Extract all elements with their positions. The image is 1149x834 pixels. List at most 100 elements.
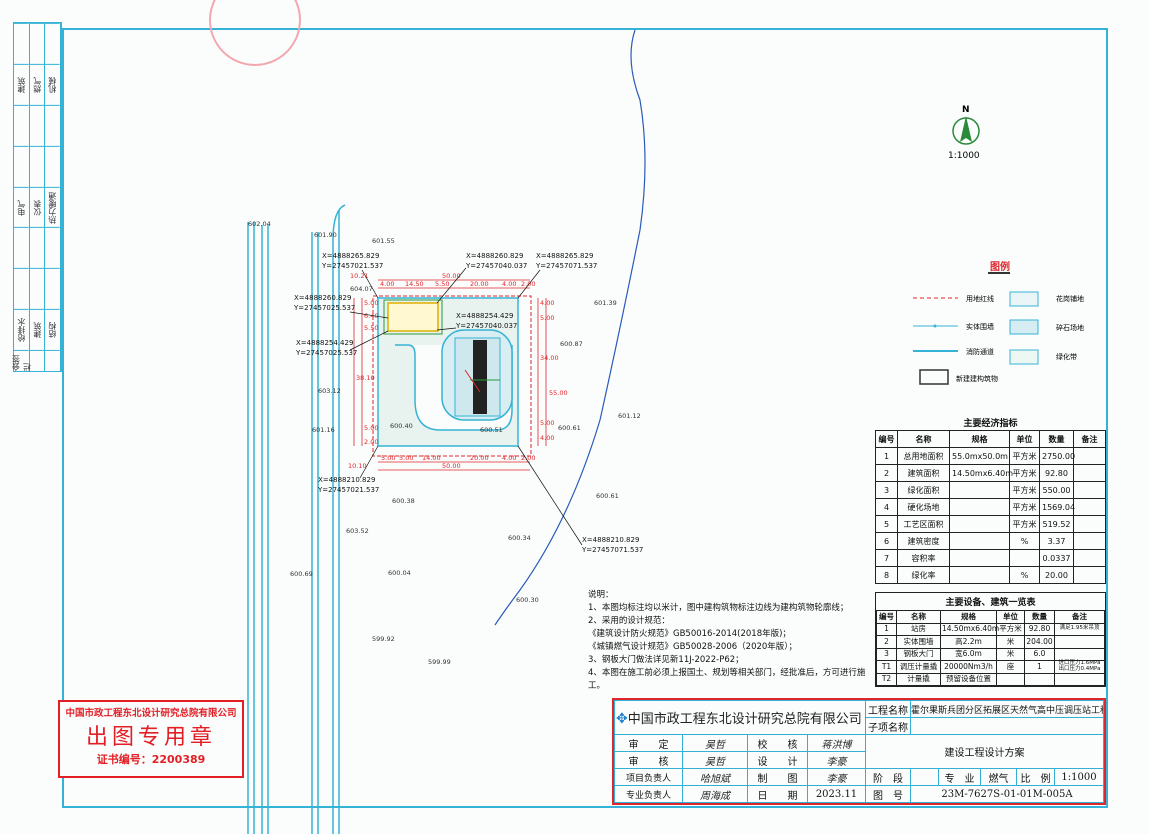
svg-text:2.00: 2.00 — [521, 454, 535, 462]
table-cell: T1 — [876, 660, 897, 674]
svg-text:Y=27457071.537: Y=27457071.537 — [581, 546, 643, 554]
table-cell: 519.52 — [1039, 515, 1074, 533]
svg-text:600.38: 600.38 — [392, 497, 415, 505]
table-cell: 8 — [875, 566, 898, 584]
pm-label: 项目负责人 — [614, 768, 683, 786]
seal-company: 中国市政工程东北设计研究总院有限公司 — [65, 708, 237, 719]
elevation-points: 601.90601.55604.07601.39600.87603.12601.… — [248, 220, 641, 666]
svg-text:55.00: 55.00 — [549, 389, 568, 397]
table-cell: 3 — [875, 481, 898, 499]
svg-text:599.92: 599.92 — [372, 635, 395, 643]
table-cell — [1024, 672, 1055, 687]
svg-text:Y=27457021.537: Y=27457021.537 — [321, 262, 383, 270]
sub-name — [910, 717, 1104, 735]
table-cell — [1073, 566, 1106, 584]
date-value: 2023.11 — [807, 785, 866, 803]
table-cell: 6.0 — [1024, 647, 1055, 661]
svg-text:5.50: 5.50 — [435, 280, 449, 288]
table-cell: 绿化面积 — [897, 481, 950, 499]
svg-text:5.00: 5.00 — [399, 454, 413, 462]
note-line: 1、本图均标注均以米计，图中建构筑物标注边线为建构筑物轮廓线； — [588, 603, 849, 613]
svg-text:601.16: 601.16 — [312, 426, 335, 434]
svg-text:4.00: 4.00 — [540, 299, 554, 307]
river-line — [494, 29, 646, 626]
draw-label: 制 图 — [747, 768, 808, 786]
svg-text:10.10: 10.10 — [348, 462, 367, 470]
table-cell — [1073, 549, 1106, 567]
table-cell: 钢板大门 — [896, 647, 941, 661]
table-cell — [1073, 532, 1106, 550]
table-cell — [1054, 635, 1105, 649]
table-cell — [949, 515, 1010, 533]
svg-text:14.50: 14.50 — [405, 280, 424, 288]
table-cell — [1073, 447, 1106, 465]
table-cell: 2 — [876, 635, 897, 649]
table-cell: T2 — [876, 672, 897, 687]
sub-label: 子项名称 — [865, 717, 911, 735]
table-cell — [949, 481, 1010, 499]
table-cell: 硬化场地 — [897, 498, 950, 516]
equip-table-title: 主要设备、建筑一览表 — [945, 598, 1036, 608]
table-cell: 米 — [996, 635, 1025, 649]
svg-text:601.55: 601.55 — [372, 237, 395, 245]
company-logo-icon: ✥ — [616, 711, 628, 727]
table-cell: 6 — [875, 532, 898, 550]
table-cell: 2 — [875, 464, 898, 482]
table-cell: 0.0337 — [1039, 549, 1074, 567]
svg-text:用地红线: 用地红线 — [966, 294, 994, 303]
svg-text:Y=27457021.537: Y=27457021.537 — [317, 486, 379, 494]
svg-text:600.34: 600.34 — [508, 534, 531, 542]
check-signature: 蒋洪博 — [807, 734, 866, 752]
table-cell: 204.00 — [1024, 635, 1055, 649]
note-line: 2、采用的设计规范： — [588, 616, 670, 626]
north-label: N — [962, 105, 970, 115]
svg-text:Y=27457071.537: Y=27457071.537 — [535, 262, 597, 270]
table-cell: 55.0mx50.0m — [949, 447, 1010, 465]
approve-label: 审 定 — [614, 734, 683, 752]
svg-text:599.99: 599.99 — [428, 658, 451, 666]
lead-signature: 周海成 — [682, 785, 748, 803]
north-arrow: N 1:1000 — [948, 105, 980, 161]
table-cell: 站房 — [896, 622, 941, 636]
table-cell: 米 — [996, 647, 1025, 661]
drawing-no: 23M-7627S-01-01M-005A — [910, 785, 1104, 803]
table-cell: 550.00 — [1039, 481, 1074, 499]
table-cell: 容积率 — [897, 549, 950, 567]
svg-text:X=4888254.429: X=4888254.429 — [296, 339, 353, 347]
svg-text:50.00: 50.00 — [442, 462, 461, 470]
table-cell — [949, 532, 1010, 550]
note-line: 4、本图在施工前必须上报国土、规划等相关部门，经批准后，方可进行施工。 — [588, 668, 866, 691]
title-block: ✥中国市政工程东北设计研究总院有限公司 工程名称霍尔果斯兵团分区拓展区天然气高中… — [612, 698, 1106, 805]
table-cell: 绿化率 — [897, 566, 950, 584]
note-line: 3、钢板大门做法详见新11J-2022-P62； — [588, 655, 744, 665]
table-cell: % — [1009, 532, 1040, 550]
svg-text:实体围墙: 实体围墙 — [966, 322, 994, 331]
table-cell — [949, 549, 1010, 567]
svg-text:14.00: 14.00 — [422, 454, 441, 462]
svg-text:4.00: 4.00 — [502, 280, 516, 288]
approve-signature: 吴哲 — [682, 734, 748, 752]
svg-text:604.07: 604.07 — [350, 285, 373, 293]
svg-text:5.50: 5.50 — [364, 324, 378, 332]
svg-text:50.00: 50.00 — [442, 272, 461, 280]
lead-label: 专业负责人 — [614, 785, 683, 803]
table-cell: 工艺区面积 — [897, 515, 950, 533]
table-cell — [1073, 515, 1106, 533]
table-cell: 平方米 — [996, 622, 1025, 636]
svg-text:5.00: 5.00 — [381, 454, 395, 462]
table-cell: 5 — [875, 515, 898, 533]
table-cell: 20000Nm3/h — [940, 660, 997, 674]
scale-value: 1:1000 — [1054, 768, 1104, 786]
svg-text:新建建构筑物: 新建建构筑物 — [956, 374, 998, 383]
svg-text:38.10: 38.10 — [356, 374, 375, 382]
company-name: 中国市政工程东北设计研究总院有限公司 — [627, 712, 862, 727]
svg-text:Y=27457025.537: Y=27457025.537 — [295, 349, 357, 357]
table-cell: 进口压力1.6MPa 出口压力0.4MPa — [1054, 660, 1105, 674]
